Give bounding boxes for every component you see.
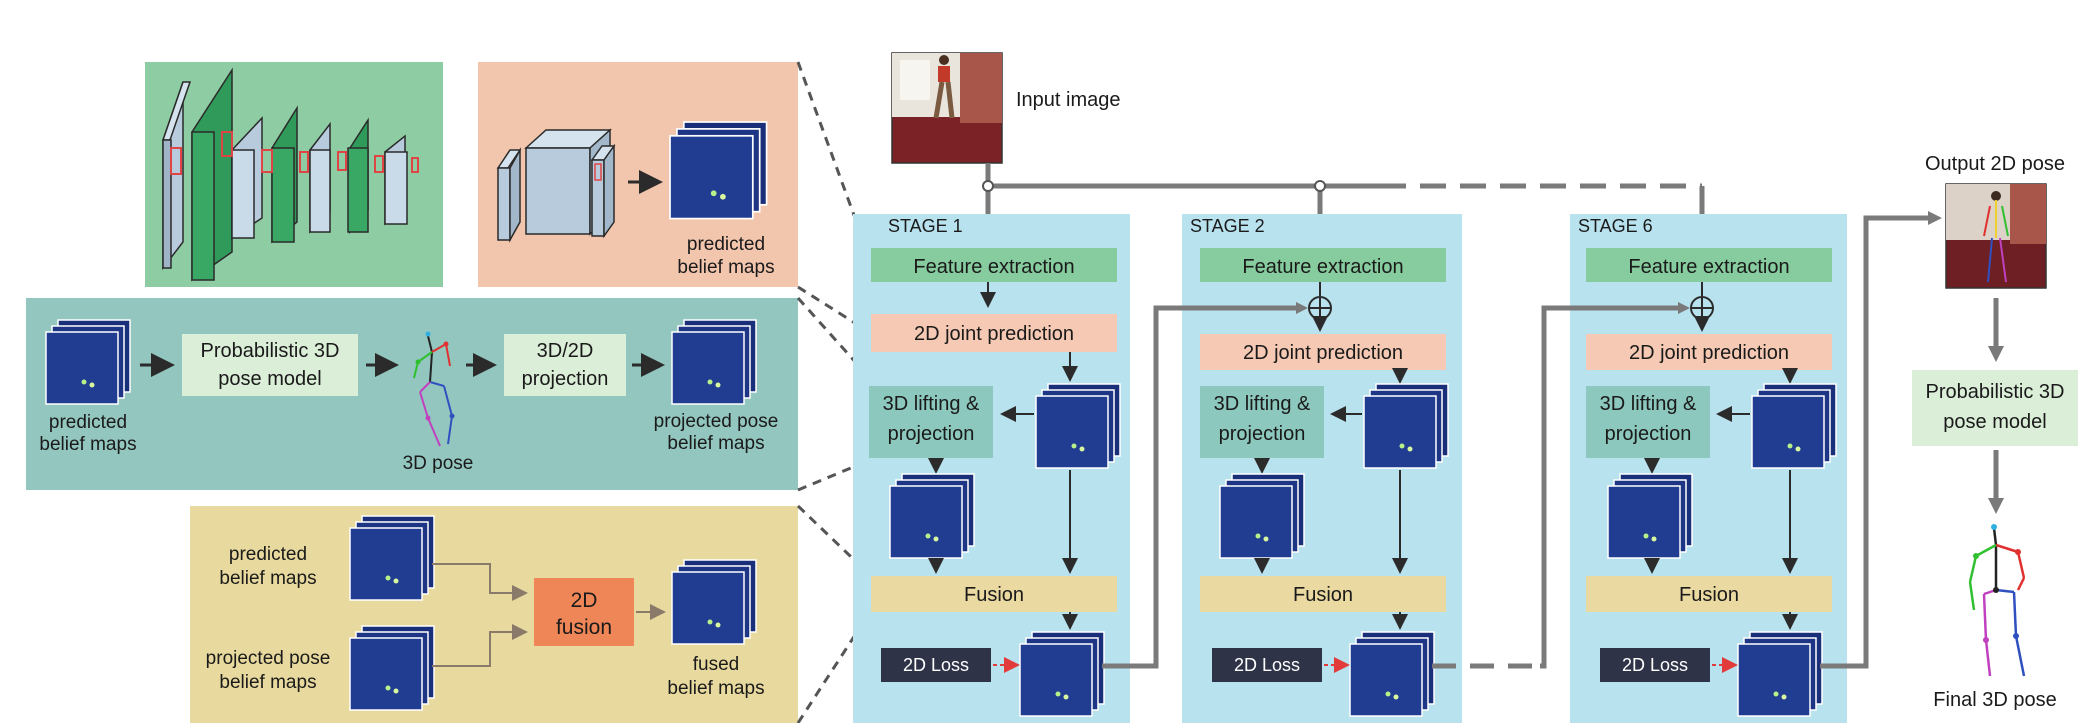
stage-1-fusion-label: Fusion (964, 584, 1024, 606)
cnn-kernel-marks (170, 131, 419, 175)
stage-1-output-maps (1019, 631, 1105, 717)
lifting-pred-label-2: belief maps (39, 434, 136, 455)
stage-6-fusion-box (1586, 576, 1832, 612)
lifting-model-label-2: pose model (218, 368, 321, 390)
stage-2-lift-box (1200, 386, 1324, 458)
fusion-fused-label-1: fused (693, 654, 739, 675)
stage-2-loss-box (1212, 648, 1322, 682)
stage-1-title: STAGE 1 (888, 216, 963, 236)
stage-6-lift-box (1586, 386, 1710, 458)
fusion-panel: predicted belief maps projected pose bel… (190, 506, 798, 723)
prediction-cnn-blocks (496, 128, 616, 243)
stage-1-loss-box (881, 648, 991, 682)
prediction-panel: predicted belief maps (478, 62, 798, 287)
stage-6-loss-box (1600, 648, 1710, 682)
skeleton-3d-icon (413, 331, 455, 447)
fusion-projected-maps (349, 625, 435, 711)
fusion-node-label-1: 2D (571, 589, 598, 612)
fusion-projected-label-1: projected pose (206, 648, 331, 669)
stage-connectors (1102, 215, 1930, 669)
stage-2-lift-label-2: projection (1219, 423, 1306, 445)
stage-2-feature-box (1200, 248, 1446, 282)
stage-2-output-maps (1349, 631, 1435, 717)
lifting-panel-bg (26, 298, 798, 490)
stage-1-projected-maps (889, 473, 975, 559)
stage-2-fusion-box (1200, 576, 1446, 612)
final-model-label-1: Probabilistic 3D (1926, 381, 2065, 403)
stage-2-title: STAGE 2 (1190, 216, 1265, 236)
stage-1-joint-maps (1035, 383, 1121, 469)
stage-6-joint-box (1586, 334, 1832, 370)
prediction-belief-maps (669, 121, 768, 220)
stage-6-joint-label: 2D joint prediction (1629, 342, 1789, 364)
lifting-pose-label: 3D pose (403, 453, 474, 474)
lifting-predicted-maps (45, 319, 131, 405)
prediction-label-2: belief maps (677, 257, 774, 278)
stage-2: STAGE 2 Feature extraction 2D joint pred… (1182, 214, 1462, 723)
stage-6-projected-maps (1607, 473, 1693, 559)
stage-6-fusion-label: Fusion (1679, 584, 1739, 606)
stage-2-joint-maps (1363, 383, 1449, 469)
projection-label-2: projection (522, 368, 609, 390)
stage-6-lift-label-1: 3D lifting & (1600, 393, 1697, 415)
stage-6-lift-label-2: projection (1605, 423, 1692, 445)
stage-1-joint-label: 2D joint prediction (914, 323, 1074, 345)
fusion-pred-label-2: belief maps (219, 568, 316, 589)
stage-1-lift-box (869, 386, 993, 458)
output-pose-label: Output 2D pose (1925, 153, 2065, 175)
final-model-box (1912, 370, 2078, 446)
lifting-projected-maps (671, 319, 757, 405)
final-3d-pose-icon (1968, 524, 2026, 677)
prediction-label-1: predicted (687, 234, 765, 255)
trunk-junction-1 (982, 180, 994, 192)
lifting-model-box (182, 334, 358, 396)
cnn-layers (161, 67, 408, 282)
fusion-fused-maps (671, 559, 757, 645)
input-image (891, 52, 1003, 164)
stage-1-fusion-box (871, 576, 1117, 612)
stage-2-joint-box (1200, 334, 1446, 370)
fusion-node-label-2: fusion (556, 616, 612, 639)
lifting-pred-label-1: predicted (49, 412, 127, 433)
stage-1-lift-label-2: projection (888, 423, 975, 445)
fusion-fused-label-2: belief maps (667, 678, 764, 699)
fusion-predicted-maps (349, 515, 435, 601)
stage-1-feature-label: Feature extraction (913, 256, 1074, 278)
stage-6-title: STAGE 6 (1578, 216, 1653, 236)
stage-2-lift-label-1: 3D lifting & (1214, 393, 1311, 415)
stage-2-feature-label: Feature extraction (1242, 256, 1403, 278)
fusion-pred-label-1: predicted (229, 544, 307, 565)
stage-2-fusion-label: Fusion (1293, 584, 1353, 606)
fusion-projected-label-2: belief maps (219, 672, 316, 693)
stage-6: STAGE 6 Feature extraction 2D joint pred… (1570, 214, 1847, 723)
input-image-label: Input image (1016, 89, 1121, 111)
stage-6-output-maps (1737, 631, 1823, 717)
stage-2-joint-label: 2D joint prediction (1243, 342, 1403, 364)
lifting-panel: predicted belief maps Probabilistic 3D p… (26, 298, 798, 490)
lifting-model-label-1: Probabilistic 3D (201, 340, 340, 362)
stage-1-lift-label-1: 3D lifting & (883, 393, 980, 415)
stage-6-feature-box (1586, 248, 1832, 282)
cnn-architecture-panel (145, 62, 443, 287)
projection-label-1: 3D/2D (537, 340, 594, 362)
stage-6-loss-label: 2D Loss (1622, 655, 1688, 675)
stage-2-loss-label: 2D Loss (1234, 655, 1300, 675)
projection-box (504, 334, 626, 396)
stage-2-projected-maps (1219, 473, 1305, 559)
lifting-projected-label-2: belief maps (667, 433, 764, 454)
final-model-label-2: pose model (1943, 411, 2046, 433)
lifting-projected-label-1: projected pose (654, 411, 779, 432)
stage-1: STAGE 1 Feature extraction 2D joint pred… (853, 214, 1130, 723)
fusion-node-box (534, 578, 634, 646)
trunk-junction-2 (1314, 180, 1326, 192)
output-pose-image (1945, 183, 2047, 289)
stage-1-joint-box (871, 314, 1117, 352)
stage-1-loss-label: 2D Loss (903, 655, 969, 675)
stage-6-feature-label: Feature extraction (1628, 256, 1789, 278)
final-pose-label: Final 3D pose (1933, 689, 2056, 711)
stage-1-feature-box (871, 248, 1117, 282)
stage-6-joint-maps (1751, 383, 1837, 469)
